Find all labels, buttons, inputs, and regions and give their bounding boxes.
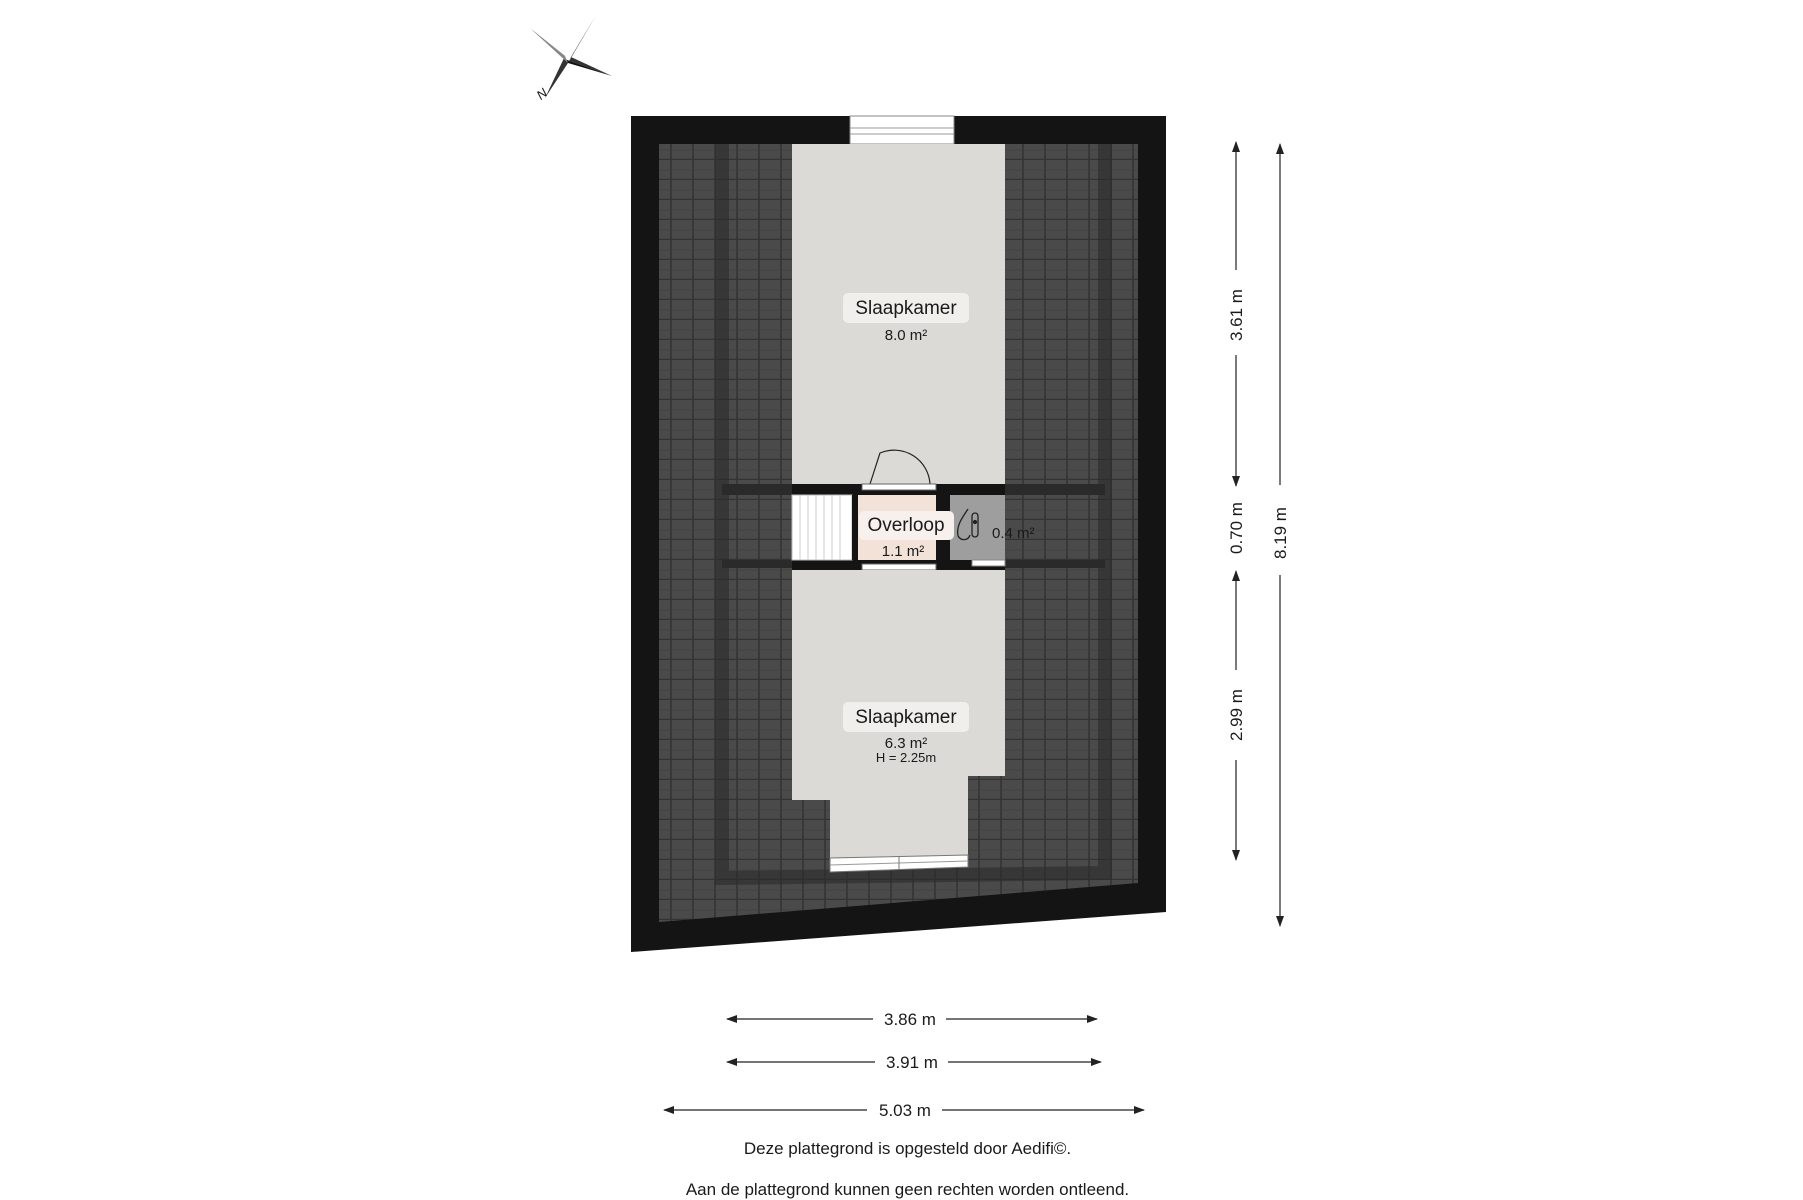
footer-credit: Deze plattegrond is opgesteld door Aedif…: [743, 1139, 1072, 1158]
dimension-horizontal-3: 5.03 m: [663, 1101, 1145, 1120]
room-area: 8.0 m²: [885, 327, 928, 344]
room-name: Slaapkamer: [855, 298, 957, 319]
label-utility: 0.4 m²: [956, 508, 1035, 542]
dimension-vertical-middle: 0.70 m: [1227, 502, 1246, 554]
dimension-label: 3.61 m: [1227, 289, 1246, 341]
room-height: H = 2.25m: [876, 750, 936, 765]
stairs: [791, 494, 858, 561]
compass-rose-icon: N: [531, 17, 612, 103]
label-bedroom-top: Slaapkamer 8.0 m²: [843, 293, 969, 344]
room-area: 1.1 m²: [882, 543, 925, 560]
room-name: Overloop: [867, 515, 944, 536]
room-name: Slaapkamer: [855, 707, 957, 728]
dimension-label: 8.19 m: [1271, 507, 1290, 559]
boiler-icon: [956, 508, 979, 541]
north-label: N: [533, 85, 550, 103]
dimension-label: 5.03 m: [879, 1101, 931, 1120]
footer-disclaimer: Aan de plattegrond kunnen geen rechten w…: [685, 1180, 1130, 1199]
dimension-label: 0.70 m: [1227, 502, 1246, 554]
room-area: 0.4 m²: [992, 525, 1035, 542]
label-landing: Overloop 1.1 m²: [859, 511, 954, 560]
dimension-label: 2.99 m: [1227, 689, 1246, 741]
window-top: [849, 115, 955, 145]
dimension-vertical-total: 8.19 m: [1271, 143, 1290, 927]
dimension-label: 3.91 m: [886, 1053, 938, 1072]
room-area: 6.3 m²: [885, 735, 928, 752]
window-bottom: [829, 854, 969, 873]
door-top: [861, 449, 937, 491]
dimension-horizontal-1: 3.86 m: [726, 1010, 1098, 1029]
dimension-vertical-bottom: 2.99 m: [1227, 570, 1246, 861]
label-bedroom-bottom: Slaapkamer 6.3 m² H = 2.25m: [843, 702, 969, 765]
dimension-label: 3.86 m: [884, 1010, 936, 1029]
dimension-horizontal-2: 3.91 m: [726, 1053, 1102, 1072]
dimension-vertical-top: 3.61 m: [1227, 141, 1246, 487]
